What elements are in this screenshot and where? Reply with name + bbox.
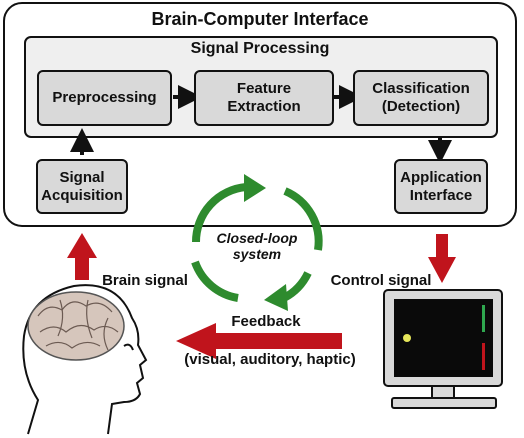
screen-ball	[403, 334, 411, 342]
computer-monitor-icon	[383, 289, 503, 409]
control-signal-arrow	[428, 234, 456, 283]
control-signal-label: Control signal	[330, 272, 432, 289]
brain-signal-label: Brain signal	[102, 272, 188, 289]
loop-label: Closed-loop system	[216, 230, 298, 263]
loop-arrowhead-bottom	[264, 284, 288, 311]
feature-extraction-box: Feature Extraction	[194, 70, 334, 126]
screen-bar-red	[482, 343, 485, 370]
brain-signal-arrow	[67, 233, 97, 280]
classification-box: Classification (Detection)	[353, 70, 489, 126]
loop-arc-top	[191, 183, 247, 243]
screen-bar-green	[482, 305, 485, 332]
signal-processing-title: Signal Processing	[190, 40, 330, 57]
bci-title: Brain-Computer Interface	[151, 9, 369, 29]
feedback-label: Feedback	[231, 313, 301, 330]
application-interface-box: Application Interface	[394, 159, 488, 214]
loop-arc-left	[191, 260, 239, 302]
signal-acquisition-box: Signal Acquisition	[36, 159, 128, 214]
feedback-types-label: (visual, auditory, haptic)	[184, 351, 356, 368]
loop-arc-right	[283, 187, 323, 251]
feedback-arrow	[176, 323, 342, 359]
loop-arc-bottom	[281, 271, 312, 302]
loop-arrowhead-top	[244, 174, 266, 202]
preprocessing-box: Preprocessing	[37, 70, 172, 126]
human-head-with-brain-icon	[22, 284, 148, 435]
